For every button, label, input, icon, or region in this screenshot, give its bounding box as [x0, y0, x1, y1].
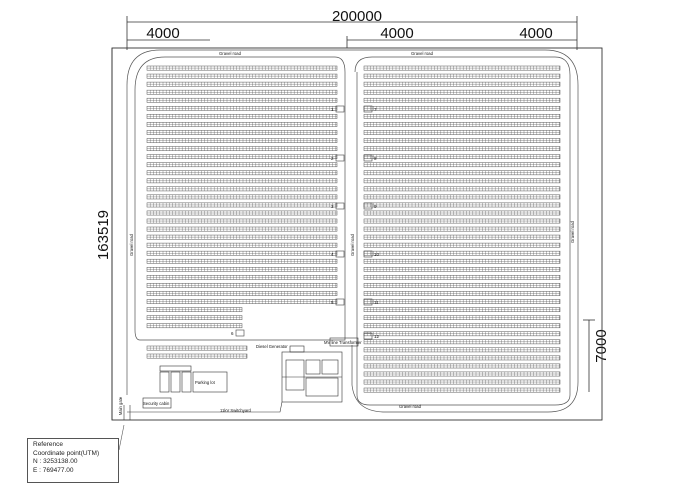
- reference-north: N : 3253138.00: [33, 458, 78, 465]
- label-switchyard: 11kV Switchyard: [220, 408, 252, 413]
- panel-array-right: [363, 65, 561, 393]
- dim-total-height: 163519: [95, 210, 112, 260]
- inverter-markers: [235, 105, 373, 340]
- block-number: 10: [374, 252, 380, 257]
- block-number: 9: [374, 204, 377, 209]
- label-main-gate: Main gate: [118, 396, 123, 415]
- label-gravel-road-top-left: Gravel road: [219, 51, 242, 56]
- panel-array-left: [146, 65, 338, 359]
- label-security-cabin: Security cabin: [143, 401, 170, 406]
- block-number: 5: [331, 300, 334, 305]
- reference-subtitle: Coordinate point(UTM): [33, 449, 100, 457]
- block-numbers: 1 2 3 4 5 6 7 8 9 10 11 12: [231, 107, 380, 339]
- label-gravel-road-right: Gravel road: [570, 220, 575, 243]
- block-number: 1: [331, 107, 334, 112]
- dim-lower-height: 7000: [593, 329, 610, 362]
- block-number: 2: [331, 156, 334, 161]
- reference-leader: [118, 424, 125, 451]
- top-dimensions: [126, 16, 578, 50]
- label-gravel-road-middle: Gravel road: [350, 233, 355, 256]
- label-gravel-road-bottom: Gravel road: [399, 404, 422, 409]
- block-number: 8: [374, 156, 377, 161]
- dim-total-width: 200000: [332, 8, 382, 25]
- gravel-road: [126, 49, 579, 413]
- block-number: 4: [331, 252, 334, 257]
- site-boundary: [111, 47, 603, 421]
- label-parking-lot: Parking lot: [195, 380, 216, 385]
- facilities: [123, 337, 359, 420]
- label-gravel-road-top-right: Gravel road: [411, 51, 434, 56]
- reference-title: Reference: [33, 441, 63, 448]
- label-mv-transformer: MV line Transformer: [324, 340, 362, 345]
- right-dimension: [583, 319, 595, 392]
- dim-block-left: 4000: [146, 25, 179, 42]
- dim-block-mid: 4000: [380, 25, 413, 42]
- block-number: 11: [374, 300, 379, 305]
- block-number: 3: [331, 204, 334, 209]
- dim-block-right: 4000: [519, 25, 552, 42]
- block-number: 7: [374, 107, 377, 112]
- label-diesel-generator: Diesel Generator: [256, 344, 288, 349]
- label-gravel-road-left: Gravel road: [129, 233, 134, 256]
- reference-east: E : 769477.00: [33, 466, 74, 474]
- block-number: 12: [374, 334, 380, 339]
- reference-box: Reference Coordinate point(UTM) N : 3253…: [27, 438, 119, 483]
- block-number: 6: [231, 331, 234, 336]
